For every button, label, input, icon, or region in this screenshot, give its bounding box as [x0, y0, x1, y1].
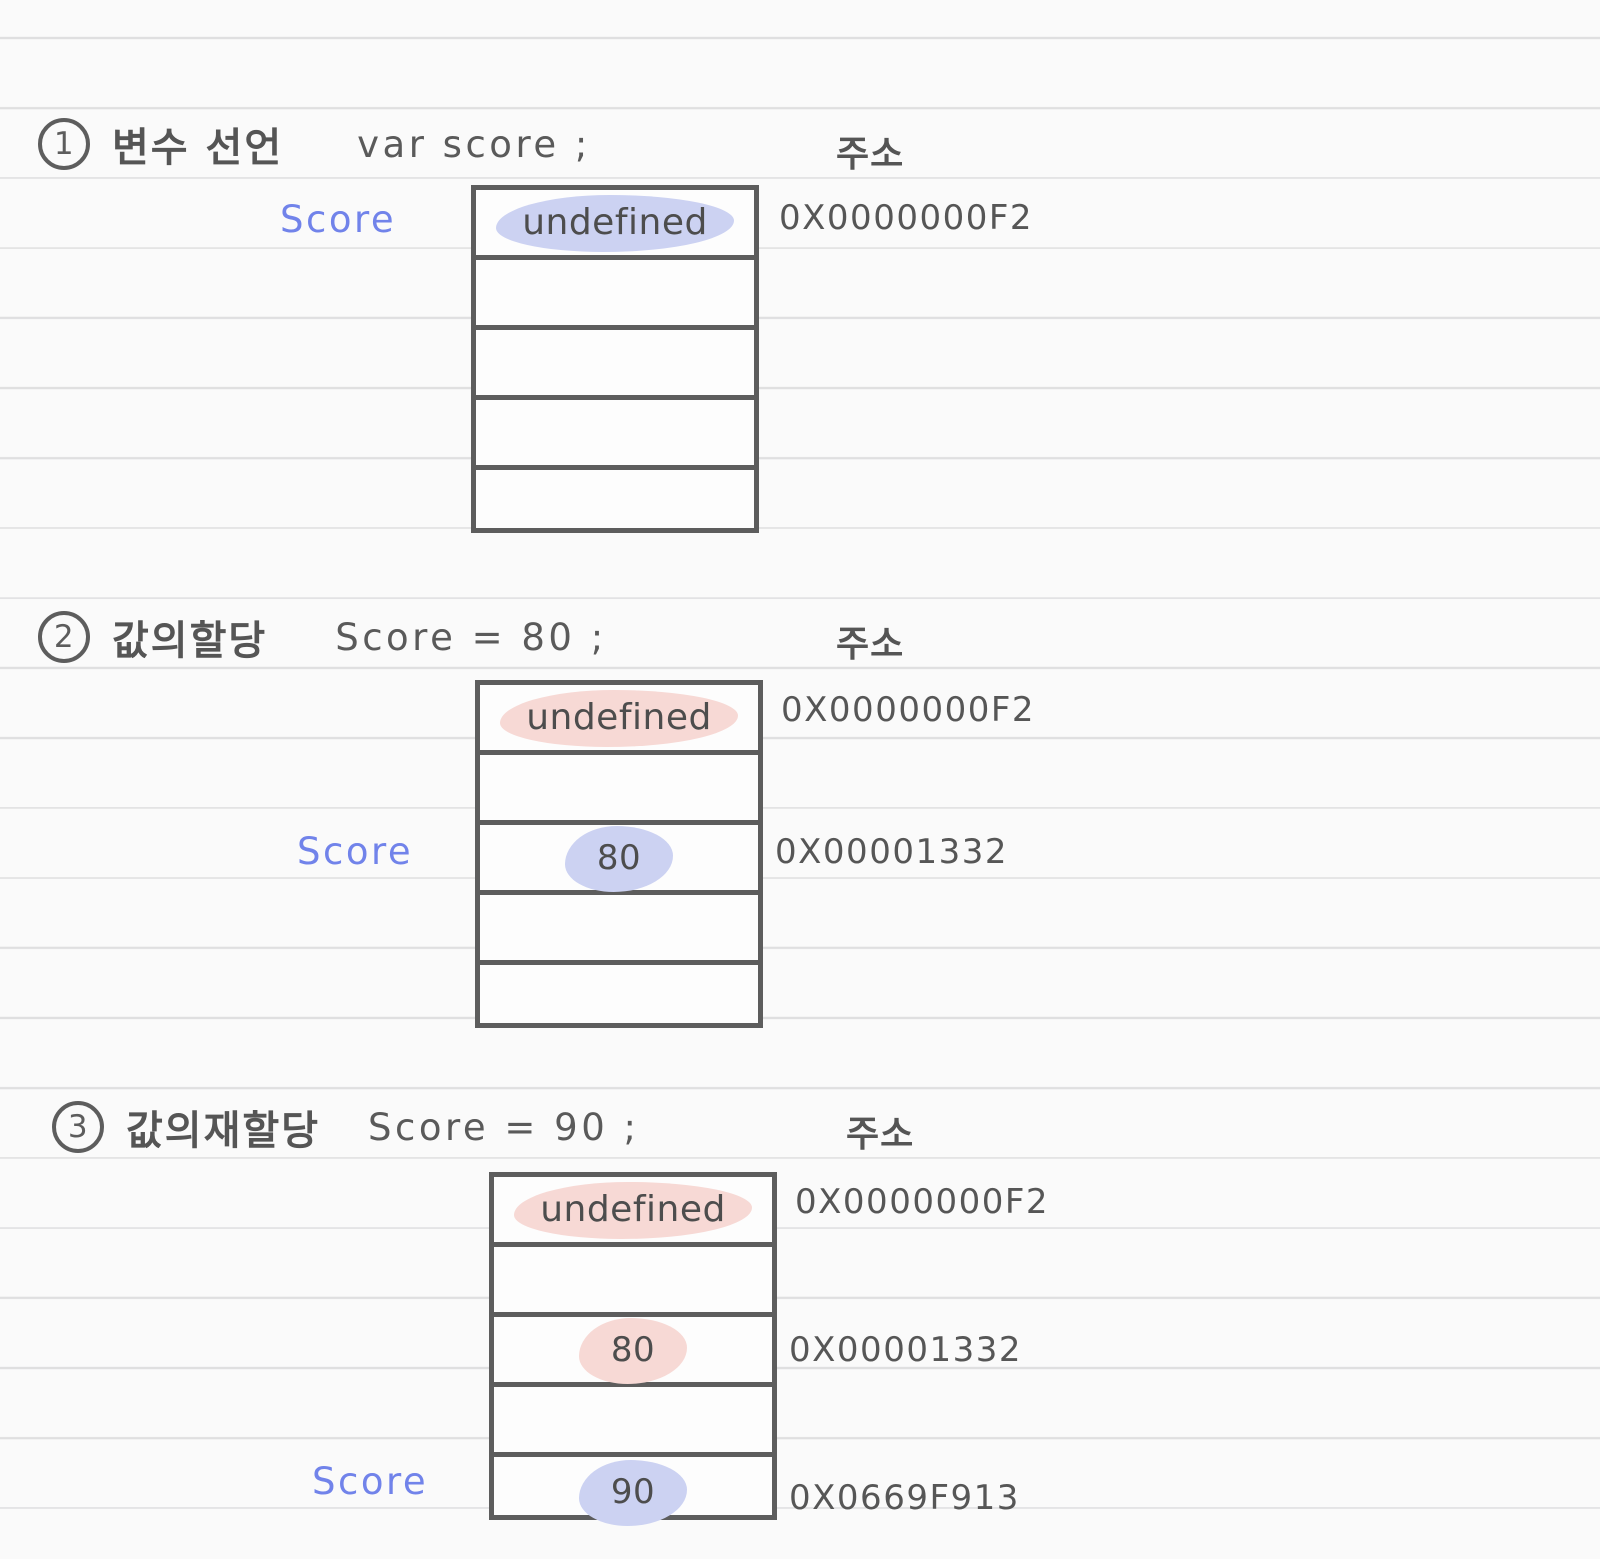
section-2-title: 값의할당: [112, 618, 268, 664]
section-3-memory-table: undefined 80 90: [489, 1172, 777, 1526]
memory-cell: [480, 965, 758, 1035]
section-3-heading: 3 값의재할당 Score = 90 ;: [52, 1098, 639, 1156]
memory-cell: undefined: [480, 685, 758, 755]
memory-cell: undefined: [494, 1177, 772, 1247]
section-2-number: 2: [38, 611, 90, 663]
memory-cell: [476, 260, 754, 330]
memory-cell: [480, 755, 758, 825]
section-3-address-header: 주소: [846, 1114, 915, 1155]
section-3-address-0: 0X0000000F2: [795, 1182, 1050, 1222]
memory-cell: 80: [494, 1317, 772, 1387]
memory-cell-value: 80: [578, 1317, 688, 1384]
memory-cell-value: undefined: [514, 1182, 752, 1239]
memory-cell: 80: [480, 825, 758, 895]
section-1-address-header: 주소: [836, 134, 905, 175]
section-2-variable-label: Score: [297, 830, 414, 873]
memory-cell: [476, 470, 754, 540]
section-2-address-header: 주소: [836, 624, 905, 665]
memory-cell-value: 90: [578, 1460, 688, 1526]
section-3-code: Score = 90 ;: [368, 1105, 640, 1149]
memory-cell: [476, 330, 754, 400]
section-1-address-0: 0X0000000F2: [779, 198, 1034, 238]
memory-cell-value: undefined: [496, 195, 734, 252]
section-1-memory-table: undefined: [471, 185, 759, 533]
memory-cell: undefined: [476, 190, 754, 260]
section-1-number: 1: [38, 118, 90, 170]
section-3-address-4: 0X0669F913: [789, 1478, 1020, 1518]
section-2-code: Score = 80 ;: [335, 615, 607, 659]
section-2-heading: 2 값의할당 Score = 80 ;: [38, 608, 607, 666]
memory-cell: 90: [494, 1457, 772, 1527]
memory-cell: [494, 1387, 772, 1457]
section-3-address-2: 0X00001332: [789, 1330, 1022, 1370]
memory-cell-value: undefined: [500, 690, 738, 747]
section-1-variable-label: Score: [280, 198, 397, 241]
memory-cell: [476, 400, 754, 470]
memory-cell: [480, 895, 758, 965]
memory-cell: [494, 1247, 772, 1317]
section-2-address-2: 0X00001332: [775, 832, 1008, 872]
section-1-code: var score ;: [357, 122, 591, 166]
memory-cell-value: 80: [564, 825, 674, 892]
section-3-number: 3: [52, 1101, 104, 1153]
section-2-address-0: 0X0000000F2: [781, 690, 1036, 730]
section-2-memory-table: undefined 80: [475, 680, 763, 1028]
section-1-heading: 1 변수 선언 var score ;: [38, 115, 591, 173]
section-1-title: 변수 선언: [112, 125, 284, 171]
section-3-variable-label: Score: [312, 1460, 429, 1503]
section-3-title: 값의재할당: [126, 1108, 320, 1154]
